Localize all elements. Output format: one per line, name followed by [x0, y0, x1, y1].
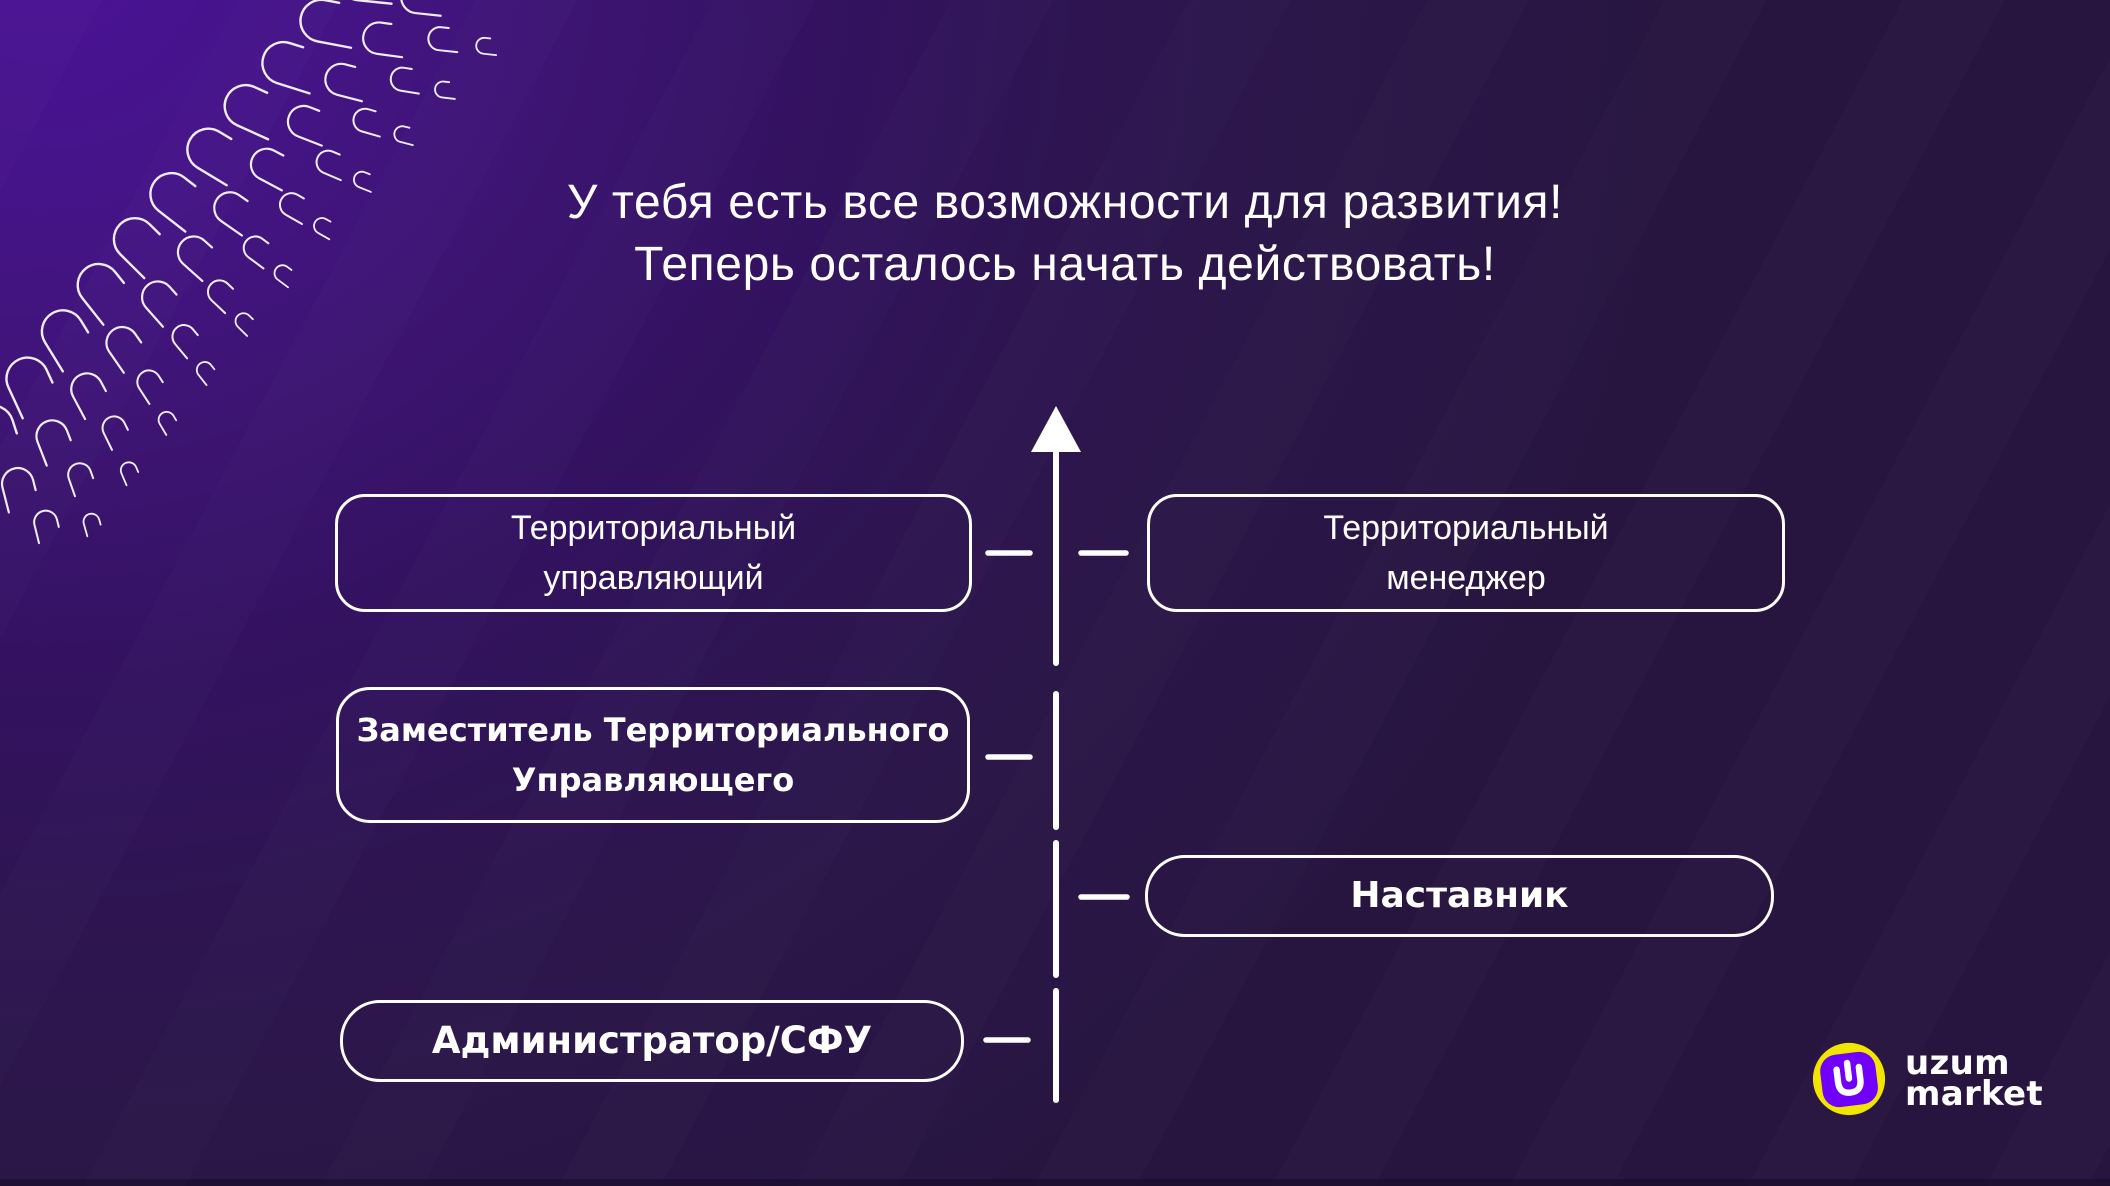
arc-glyph [324, 62, 363, 103]
role-box-label: Наставник [1350, 875, 1569, 916]
arc-glyph [5, 356, 54, 420]
arc-glyph [249, 147, 285, 192]
arrowhead [1031, 406, 1081, 452]
arc-glyph [157, 410, 178, 436]
arc-glyph [286, 104, 323, 147]
arc-glyph [149, 171, 197, 233]
arc-glyph [315, 149, 342, 182]
arc-glyph [206, 279, 235, 315]
arc-glyph [112, 217, 161, 280]
arc-glyph [261, 40, 311, 95]
arc-glyph [313, 217, 332, 241]
arc-glyph [299, 0, 353, 49]
arc-glyph [393, 125, 414, 147]
arc-glyph [352, 107, 381, 138]
arc-glyph [234, 312, 254, 337]
arc-glyph [82, 512, 102, 538]
arc-glyph [278, 192, 305, 225]
arc-glyph [35, 419, 72, 467]
logo-u-glyph [1833, 1063, 1864, 1096]
arc-glyph [475, 36, 498, 56]
role-box-territorialny-upravlyayushchiy: Территориальный управляющий [335, 494, 972, 612]
brand-wordmark: uzum market [1905, 1043, 2043, 1114]
arc-glyph [242, 235, 270, 270]
arc-glyph [337, 0, 393, 5]
arc-glyph [434, 80, 456, 100]
arc-glyph [353, 170, 372, 193]
arc-glyph [33, 509, 60, 545]
arc-glyph [362, 21, 404, 59]
arc-glyph [389, 66, 420, 95]
arc-glyph [213, 191, 249, 237]
arc-glyph [223, 83, 270, 141]
arc-glyph [67, 462, 95, 498]
role-box-zamestitel-tu: Заместитель Территориального Управляющег… [336, 687, 970, 823]
arc-glyph [136, 369, 164, 405]
arc-glyph [0, 466, 37, 514]
uzum-market-logo: uzum market [1810, 1040, 2043, 1118]
arc-glyph [101, 415, 129, 451]
arc-glyph [141, 280, 178, 328]
arc-glyph [70, 372, 107, 421]
arc-glyph [186, 127, 233, 187]
arc-glyph [105, 326, 143, 374]
brand-line-uzum: uzum [1905, 1043, 2010, 1083]
arc-glyph [176, 235, 214, 283]
role-box-territorialny-menedzher: Территориальный менеджер [1147, 494, 1785, 612]
role-box-label: Заместитель Территориального Управляющег… [356, 711, 950, 799]
arc-glyph [76, 262, 126, 326]
brand-line-market: market [1905, 1074, 2043, 1114]
role-box-nastavnik: Наставник [1145, 855, 1774, 937]
arc-glyph [119, 461, 140, 487]
uzum-power-u-icon [1812, 1042, 1886, 1116]
role-box-label: Территориальный менеджер [1323, 509, 1609, 597]
arc-glyph [400, 0, 442, 17]
logo-u-stem [1843, 1059, 1853, 1082]
role-box-label: Территориальный управляющий [510, 509, 797, 597]
arc-glyph [0, 404, 18, 467]
arc-glyph [171, 324, 199, 360]
arc-glyph [273, 264, 293, 289]
arc-glyph [427, 26, 459, 54]
arc-glyph [195, 361, 216, 386]
arc-glyph [40, 309, 90, 373]
role-box-label: Администратор/СФУ [431, 1019, 873, 1062]
page-title: У тебя есть все возможности для развития… [566, 176, 1564, 291]
role-box-administrator-sfu: Администратор/СФУ [340, 1000, 964, 1082]
